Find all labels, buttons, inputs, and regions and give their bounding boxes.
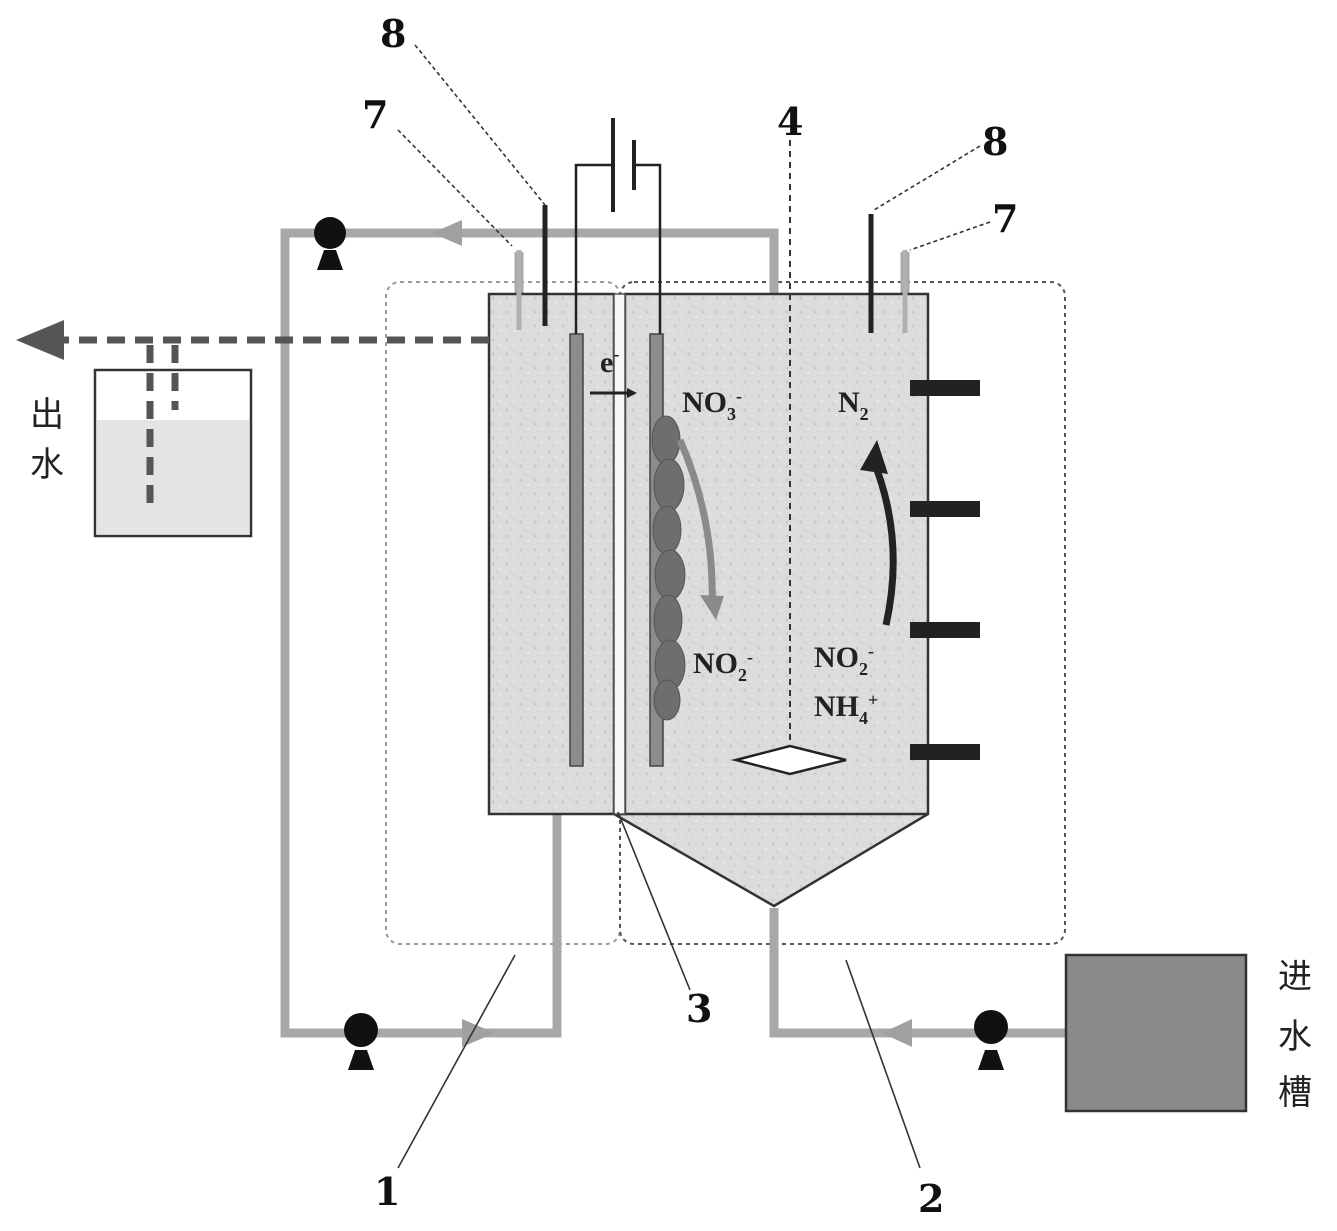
flow-arrow-top (432, 220, 462, 246)
reaction-arrow-right-head (860, 440, 888, 474)
nitrite-right-label: NO2- (814, 641, 874, 679)
power-supply-wires (574, 163, 662, 334)
pump-top-icon (314, 217, 346, 270)
reaction-arrow-left-head (700, 595, 724, 620)
stirrer-blade (731, 744, 847, 776)
inlet-pipe (769, 908, 1068, 1038)
label-3: 3 (686, 986, 712, 1031)
leader-lines (397, 44, 991, 1169)
label-7-left: 7 (362, 92, 388, 137)
nitrogen-gas-label: N2 (838, 386, 869, 424)
pump-bottom-icon (344, 1013, 378, 1070)
label-8-right: 8 (982, 119, 1008, 164)
outlet-label-line1: 出 (30, 395, 64, 435)
outlet-arrow (16, 320, 64, 360)
label-7-right: 7 (992, 196, 1018, 241)
inlet-tank (1064, 953, 1248, 1113)
membrane (613, 293, 626, 815)
electron-label: e- (600, 344, 619, 379)
label-1: 1 (374, 1169, 400, 1214)
inlet-label-line2: 水 (1278, 1017, 1312, 1057)
reaction-arrow-left (676, 438, 716, 609)
outlet-label-line2: 水 (30, 445, 64, 485)
label-8-left: 8 (380, 11, 406, 56)
nitrate-label: NO3- (682, 386, 742, 424)
biofilm (651, 415, 686, 721)
outlet-tank-water (97, 420, 249, 534)
battery-icon (611, 118, 636, 212)
pump-inlet-icon (974, 1010, 1008, 1070)
anode-electrode (569, 333, 584, 767)
label-2: 2 (918, 1176, 944, 1221)
ammonium-label: NH4+ (814, 690, 878, 728)
reaction-arrow-right (870, 460, 897, 626)
flow-arrow-inlet (882, 1019, 912, 1047)
flow-arrow-bottom (462, 1019, 495, 1047)
label-4: 4 (777, 99, 803, 144)
anode-chamber (487, 292, 616, 816)
nitrite-left-label: NO2- (693, 647, 753, 685)
sampling-ports (910, 380, 980, 760)
outlet-dashed-line (60, 336, 489, 510)
inlet-label-line3: 槽 (1278, 1073, 1312, 1113)
inlet-label-line1: 进 (1278, 957, 1312, 997)
